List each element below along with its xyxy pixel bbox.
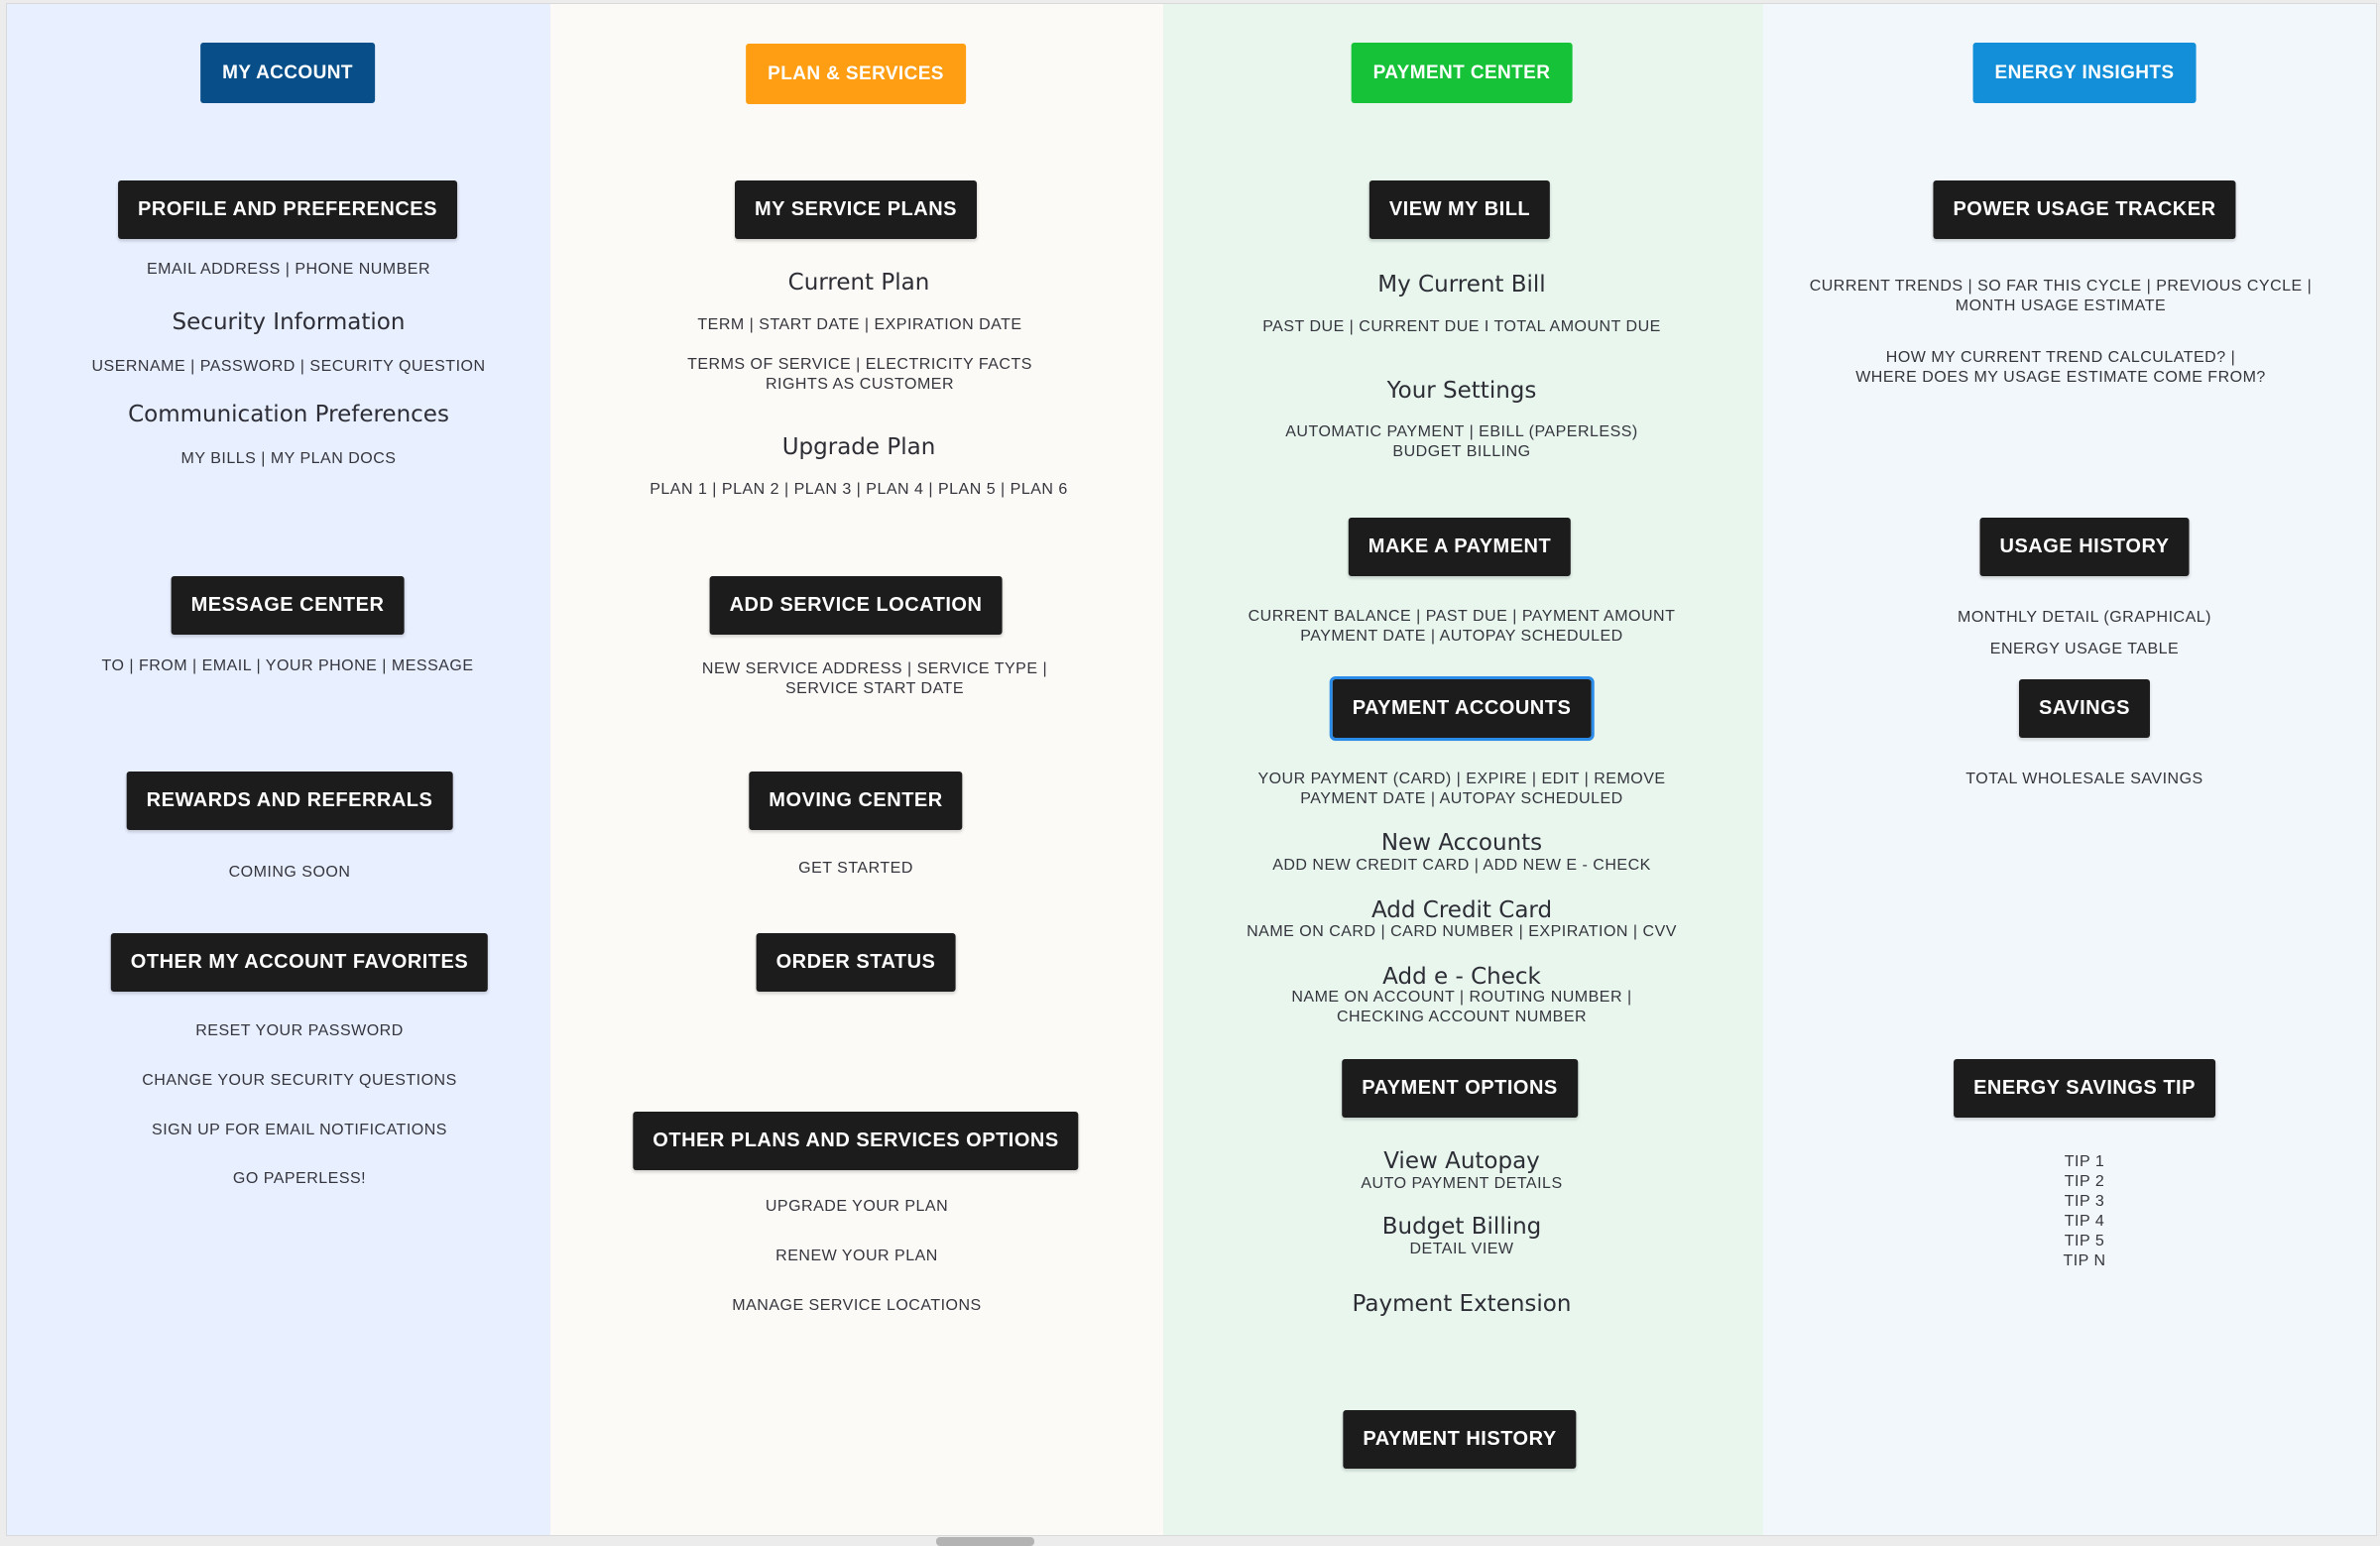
column-my-account xyxy=(7,4,550,1535)
detail-text: TIP 2 xyxy=(2064,1173,2105,1190)
detail-text: HOW MY CURRENT TREND CALCULATED? | xyxy=(1885,349,2236,366)
detail-text: AUTO PAYMENT DETAILS xyxy=(1361,1175,1563,1192)
detail-text: CURRENT TRENDS | SO FAR THIS CYCLE | PRE… xyxy=(1809,278,2313,295)
column-plan-and-services xyxy=(550,4,1163,1535)
detail-text: TIP 4 xyxy=(2064,1213,2105,1230)
detail-text: TIP 1 xyxy=(2064,1153,2105,1170)
detail-text: GET STARTED xyxy=(798,860,913,877)
column-payment-center xyxy=(1163,4,1763,1535)
section-title-payment-extension: Payment Extension xyxy=(1352,1291,1572,1317)
detail-text: UPGRADE YOUR PLAN xyxy=(765,1198,949,1215)
other-plans-and-services-options-button[interactable]: OTHER PLANS AND SERVICES OPTIONS xyxy=(633,1112,1079,1170)
horizontal-scrollbar[interactable] xyxy=(936,1537,1034,1546)
column-header-payment-center[interactable]: PAYMENT CENTER xyxy=(1351,43,1573,103)
detail-text: TIP 3 xyxy=(2064,1193,2105,1210)
detail-text: MY BILLS | MY PLAN DOCS xyxy=(180,450,397,467)
detail-text: TO | FROM | EMAIL | YOUR PHONE | MESSAGE xyxy=(101,657,474,674)
section-title-security-information: Security Information xyxy=(172,309,406,335)
section-title-view-autopay: View Autopay xyxy=(1383,1148,1540,1174)
detail-text: BUDGET BILLING xyxy=(1392,443,1531,460)
make-a-payment-button[interactable]: MAKE A PAYMENT xyxy=(1348,518,1572,576)
my-service-plans-button[interactable]: MY SERVICE PLANS xyxy=(735,180,977,239)
sitemap-board: MY ACCOUNT PROFILE AND PREFERENCES EMAIL A… xyxy=(6,3,2377,1536)
energy-savings-tip-button[interactable]: ENERGY SAVINGS TIP xyxy=(1954,1059,2215,1118)
detail-text: EMAIL ADDRESS | PHONE NUMBER xyxy=(146,261,431,278)
detail-text: YOUR PAYMENT (CARD) | EXPIRE | EDIT | RE… xyxy=(1257,771,1666,787)
payment-history-button[interactable]: PAYMENT HISTORY xyxy=(1343,1410,1577,1469)
detail-text: TERMS OF SERVICE | ELECTRICITY FACTS xyxy=(687,356,1032,373)
detail-text: SERVICE START DATE xyxy=(784,680,965,697)
detail-text: DETAIL VIEW xyxy=(1409,1241,1514,1257)
moving-center-button[interactable]: MOVING CENTER xyxy=(749,772,963,830)
section-title-add-e-check: Add e - Check xyxy=(1382,964,1541,990)
order-status-button[interactable]: ORDER STATUS xyxy=(756,933,956,992)
savings-button[interactable]: SAVINGS xyxy=(2018,679,2151,738)
detail-text: TOTAL WHOLESALE SAVINGS xyxy=(1965,771,2203,787)
detail-text: NAME ON ACCOUNT | ROUTING NUMBER | xyxy=(1291,989,1632,1006)
profile-and-preferences-button[interactable]: PROFILE AND PREFERENCES xyxy=(118,180,457,239)
add-service-location-button[interactable]: ADD SERVICE LOCATION xyxy=(709,576,1003,635)
column-header-my-account[interactable]: MY ACCOUNT xyxy=(200,43,375,103)
section-title-budget-billing: Budget Billing xyxy=(1381,1214,1542,1240)
detail-text: WHERE DOES MY USAGE ESTIMATE COME FROM? xyxy=(1855,369,2266,386)
column-header-plan-services[interactable]: PLAN & SERVICES xyxy=(746,44,966,104)
payment-options-button[interactable]: PAYMENT OPTIONS xyxy=(1342,1059,1578,1118)
detail-text: COMING SOON xyxy=(228,864,351,881)
payment-accounts-button[interactable]: PAYMENT ACCOUNTS xyxy=(1329,676,1595,741)
detail-text: RIGHTS AS CUSTOMER xyxy=(765,376,955,393)
detail-text: MONTH USAGE ESTIMATE xyxy=(1955,297,2167,314)
detail-text: ENERGY USAGE TABLE xyxy=(1989,641,2180,657)
detail-text: CHECKING ACCOUNT NUMBER xyxy=(1336,1009,1588,1025)
detail-text: MONTHLY DETAIL (GRAPHICAL) xyxy=(1958,609,2211,626)
section-title-current-plan: Current Plan xyxy=(787,270,930,296)
detail-text: AUTOMATIC PAYMENT | EBILL (PAPERLESS) xyxy=(1285,423,1638,440)
detail-text: NEW SERVICE ADDRESS | SERVICE TYPE | xyxy=(701,660,1048,677)
detail-text: RESET YOUR PASSWORD xyxy=(195,1022,404,1039)
detail-text: PLAN 1 | PLAN 2 | PLAN 3 | PLAN 4 | PLAN… xyxy=(650,481,1068,498)
column-energy-insights xyxy=(1763,4,2376,1535)
detail-text: PAYMENT DATE | AUTOPAY SCHEDULED xyxy=(1300,790,1623,807)
detail-text: NAME ON CARD | CARD NUMBER | EXPIRATION … xyxy=(1247,923,1677,940)
detail-text: TIP 5 xyxy=(2064,1233,2105,1249)
detail-text: TIP N xyxy=(2063,1252,2106,1269)
section-title-upgrade-plan: Upgrade Plan xyxy=(781,434,936,460)
detail-text: TERM | START DATE | EXPIRATION DATE xyxy=(697,316,1022,333)
section-title-my-current-bill: My Current Bill xyxy=(1377,272,1546,297)
detail-text: CHANGE YOUR SECURITY QUESTIONS xyxy=(142,1072,457,1089)
detail-text: CURRENT BALANCE | PAST DUE | PAYMENT AMO… xyxy=(1248,608,1676,625)
usage-history-button[interactable]: USAGE HISTORY xyxy=(1979,518,2190,576)
section-title-add-credit-card: Add Credit Card xyxy=(1370,897,1553,923)
message-center-button[interactable]: MESSAGE CENTER xyxy=(171,576,405,635)
section-title-communication-preferences: Communication Preferences xyxy=(128,402,449,427)
detail-text: RENEW YOUR PLAN xyxy=(775,1248,938,1264)
detail-text: ADD NEW CREDIT CARD | ADD NEW E - CHECK xyxy=(1272,857,1651,874)
section-title-new-accounts: New Accounts xyxy=(1380,830,1543,856)
rewards-and-referrals-button[interactable]: REWARDS AND REFERRALS xyxy=(126,772,453,830)
detail-text: PAST DUE | CURRENT DUE I TOTAL AMOUNT DU… xyxy=(1262,318,1661,335)
detail-text: MANAGE SERVICE LOCATIONS xyxy=(732,1297,982,1314)
detail-text: GO PAPERLESS! xyxy=(232,1170,367,1187)
detail-text: PAYMENT DATE | AUTOPAY SCHEDULED xyxy=(1300,628,1623,645)
column-header-energy-insights[interactable]: ENERGY INSIGHTS xyxy=(1972,43,2197,103)
power-usage-tracker-button[interactable]: POWER USAGE TRACKER xyxy=(1933,180,2236,239)
detail-text: USERNAME | PASSWORD | SECURITY QUESTION xyxy=(91,358,486,375)
detail-text: SIGN UP FOR EMAIL NOTIFICATIONS xyxy=(152,1122,447,1138)
other-my-account-favorites-button[interactable]: OTHER MY ACCOUNT FAVORITES xyxy=(110,933,489,992)
view-my-bill-button[interactable]: VIEW MY BILL xyxy=(1368,180,1551,239)
section-title-your-settings: Your Settings xyxy=(1386,378,1537,404)
